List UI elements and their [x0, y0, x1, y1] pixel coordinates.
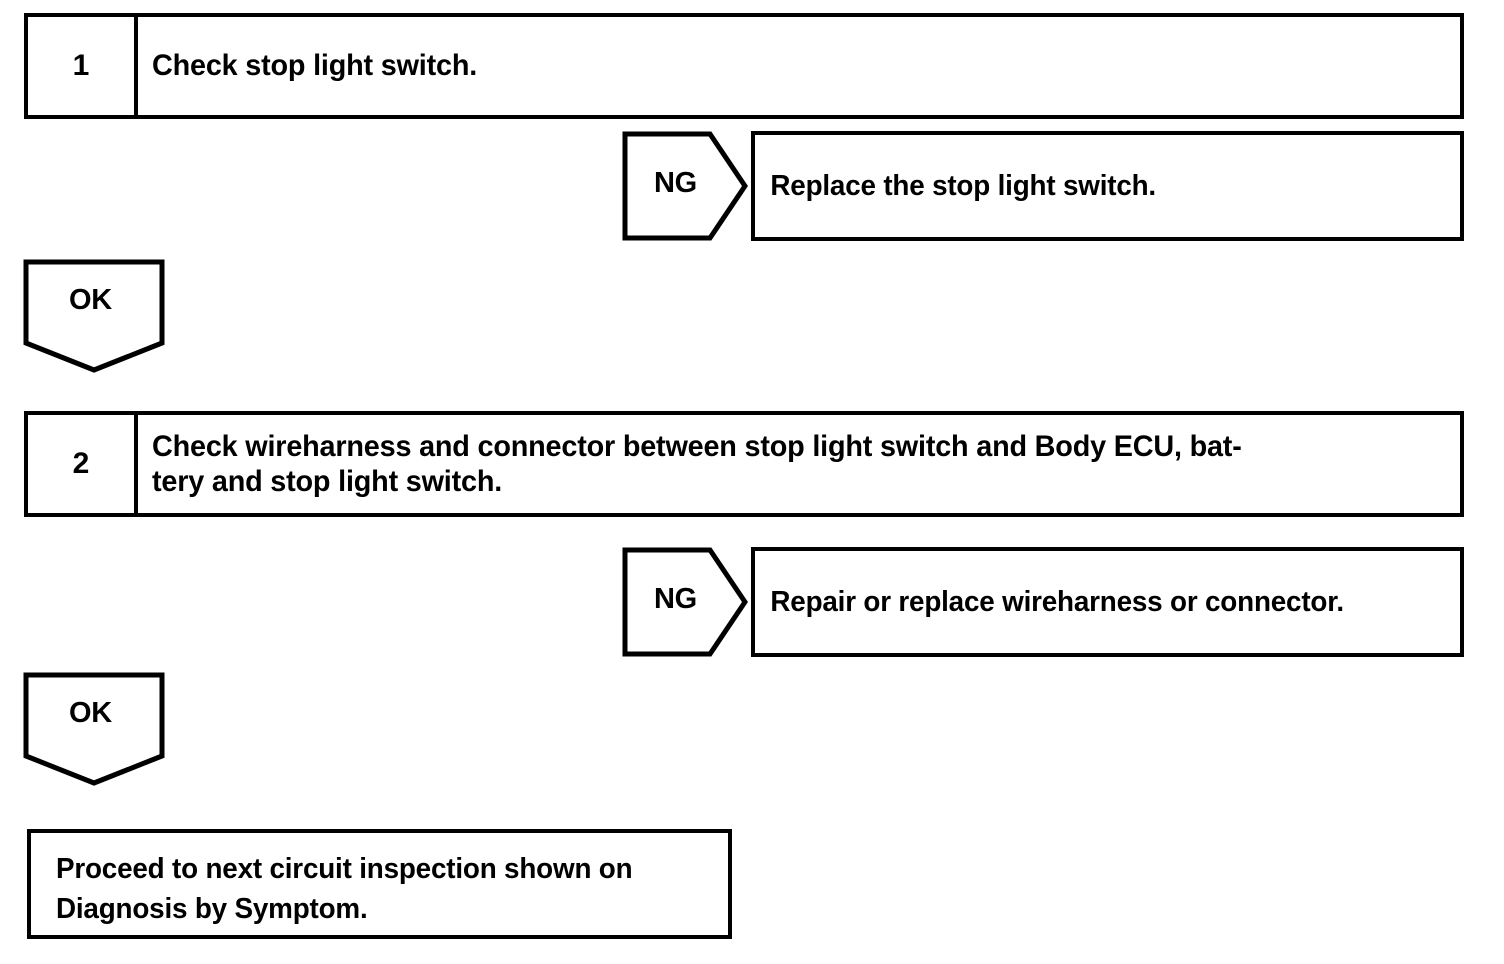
ok-pentagon-icon [23, 672, 165, 786]
ok-pentagon-icon [23, 259, 165, 373]
step-number-2: 2 [72, 447, 90, 480]
terminal-text: Proceed to next circuit inspection shown… [55, 853, 633, 926]
step-box-1: 1 Check stop light switch. [24, 13, 1464, 119]
step-text-1: Check stop light switch. [152, 49, 478, 83]
step-number-cell-2: 2 [28, 415, 138, 513]
step-number-1: 1 [72, 49, 90, 82]
step-box-2: 2 Check wireharness and connector betwee… [24, 411, 1464, 517]
branch-result-text-1: Replace the stop light switch. [770, 169, 1156, 202]
step-text-cell-2: Check wireharness and connector between … [138, 415, 1460, 513]
step-text-2: Check wireharness and connector between … [152, 429, 1242, 498]
branch-result-text-2: Repair or replace wireharness or connect… [770, 585, 1344, 618]
terminal-box: Proceed to next circuit inspection shown… [27, 829, 732, 939]
ok-arrow-2 [23, 672, 165, 786]
branch-result-box-2: Repair or replace wireharness or connect… [751, 547, 1464, 657]
ng-pentagon-icon [622, 131, 748, 241]
branch-result-box-1: Replace the stop light switch. [751, 131, 1464, 241]
ok-arrow-1 [23, 259, 165, 373]
ng-arrow-2 [622, 547, 748, 657]
ng-pentagon-icon [622, 547, 748, 657]
step-number-cell-1: 1 [28, 17, 138, 115]
ng-arrow-1 [622, 131, 748, 241]
step-text-cell-1: Check stop light switch. [138, 17, 1460, 115]
